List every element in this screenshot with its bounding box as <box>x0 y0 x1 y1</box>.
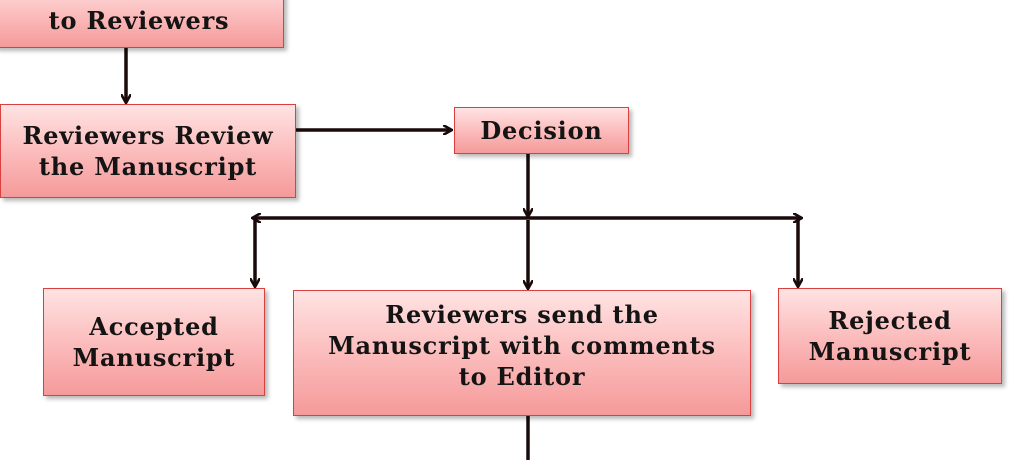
reviewers-review-box: Reviewers Review the Manuscript <box>0 104 296 198</box>
rejected-manuscript-box: Rejected Manuscript <box>778 288 1002 384</box>
decision-label: Decision <box>480 115 603 145</box>
send-to-reviewers-label: to Reviewers <box>48 6 230 36</box>
accepted-manuscript-label: Accepted Manuscript <box>72 311 236 372</box>
accepted-manuscript-box: Accepted Manuscript <box>43 288 265 396</box>
rejected-manuscript-label: Rejected Manuscript <box>808 305 972 366</box>
reviewers-review-label: Reviewers Review the Manuscript <box>22 120 274 181</box>
decision-box: Decision <box>454 107 629 154</box>
comments-to-editor-box: Reviewers send the Manuscript with comme… <box>293 290 751 416</box>
comments-to-editor-label: Reviewers send the Manuscript with comme… <box>328 300 716 392</box>
send-to-reviewers-box: to Reviewers <box>0 0 284 48</box>
